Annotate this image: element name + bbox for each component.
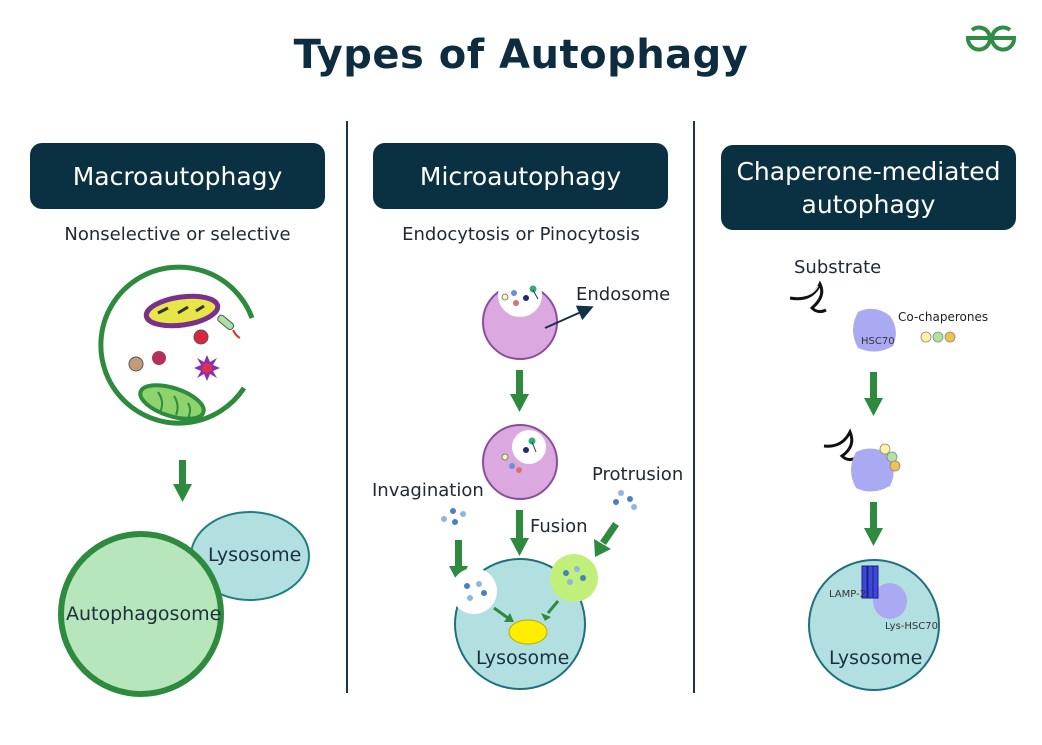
column-divider-right bbox=[693, 121, 695, 693]
lamp2-label: LAMP-2 bbox=[829, 589, 867, 600]
cma-lysosome-label: Lysosome bbox=[829, 647, 923, 669]
macro-subtitle: Nonselective or selective bbox=[64, 224, 291, 245]
micro-lysosome-label: Lysosome bbox=[476, 647, 570, 669]
endosome-label: Endosome bbox=[576, 284, 671, 305]
lys-hsc70-label: Lys-HSC70 bbox=[885, 621, 938, 632]
bacterium-icon bbox=[217, 314, 241, 339]
autophagosome-label: Autophagosome bbox=[66, 603, 222, 625]
macro-lysosome-label: Lysosome bbox=[208, 544, 302, 566]
mitochondrion-green bbox=[138, 383, 206, 421]
substrate-label: Substrate bbox=[794, 257, 882, 278]
column-divider-left bbox=[346, 121, 348, 693]
cochaperones-label: Co-chaperones bbox=[898, 310, 989, 324]
invagination-label: Invagination bbox=[372, 480, 484, 501]
page-title: Types of Autophagy bbox=[293, 32, 749, 78]
micro-subtitle: Endocytosis or Pinocytosis bbox=[402, 224, 640, 245]
mitochondrion-purple bbox=[143, 293, 221, 329]
macroautophagy-heading: Macroautophagy bbox=[30, 143, 325, 209]
cma-heading: Chaperone-mediated autophagy bbox=[721, 145, 1016, 230]
geeksforgeeks-logo-icon bbox=[965, 25, 1017, 52]
hsc70-label: HSC70 bbox=[861, 336, 895, 347]
fusion-label: Fusion bbox=[530, 516, 588, 537]
phagophore-membrane bbox=[98, 264, 255, 426]
macroautophagy-heading-text: Macroautophagy bbox=[72, 161, 283, 191]
microautophagy-heading-text: Microautophagy bbox=[419, 161, 622, 191]
protrusion-label: Protrusion bbox=[592, 464, 684, 485]
autophagosome bbox=[58, 531, 224, 697]
protein-aggregate-icon bbox=[194, 355, 220, 381]
microautophagy-heading: Microautophagy bbox=[373, 143, 668, 209]
cma-heading-text: Chaperone-mediated autophagy bbox=[736, 156, 1001, 219]
substrate-icon bbox=[789, 280, 827, 314]
